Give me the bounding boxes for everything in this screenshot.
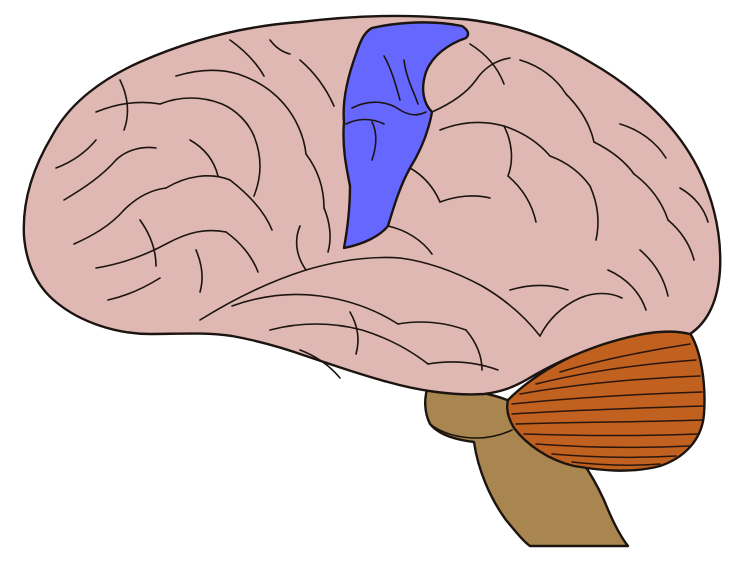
- cerebellum-folia: [511, 343, 704, 467]
- highlight-inner-sulci: [345, 55, 427, 161]
- cerebrum-sulci: [55, 39, 709, 379]
- pons-outline: [429, 423, 513, 439]
- highlighted-region: [342, 21, 470, 250]
